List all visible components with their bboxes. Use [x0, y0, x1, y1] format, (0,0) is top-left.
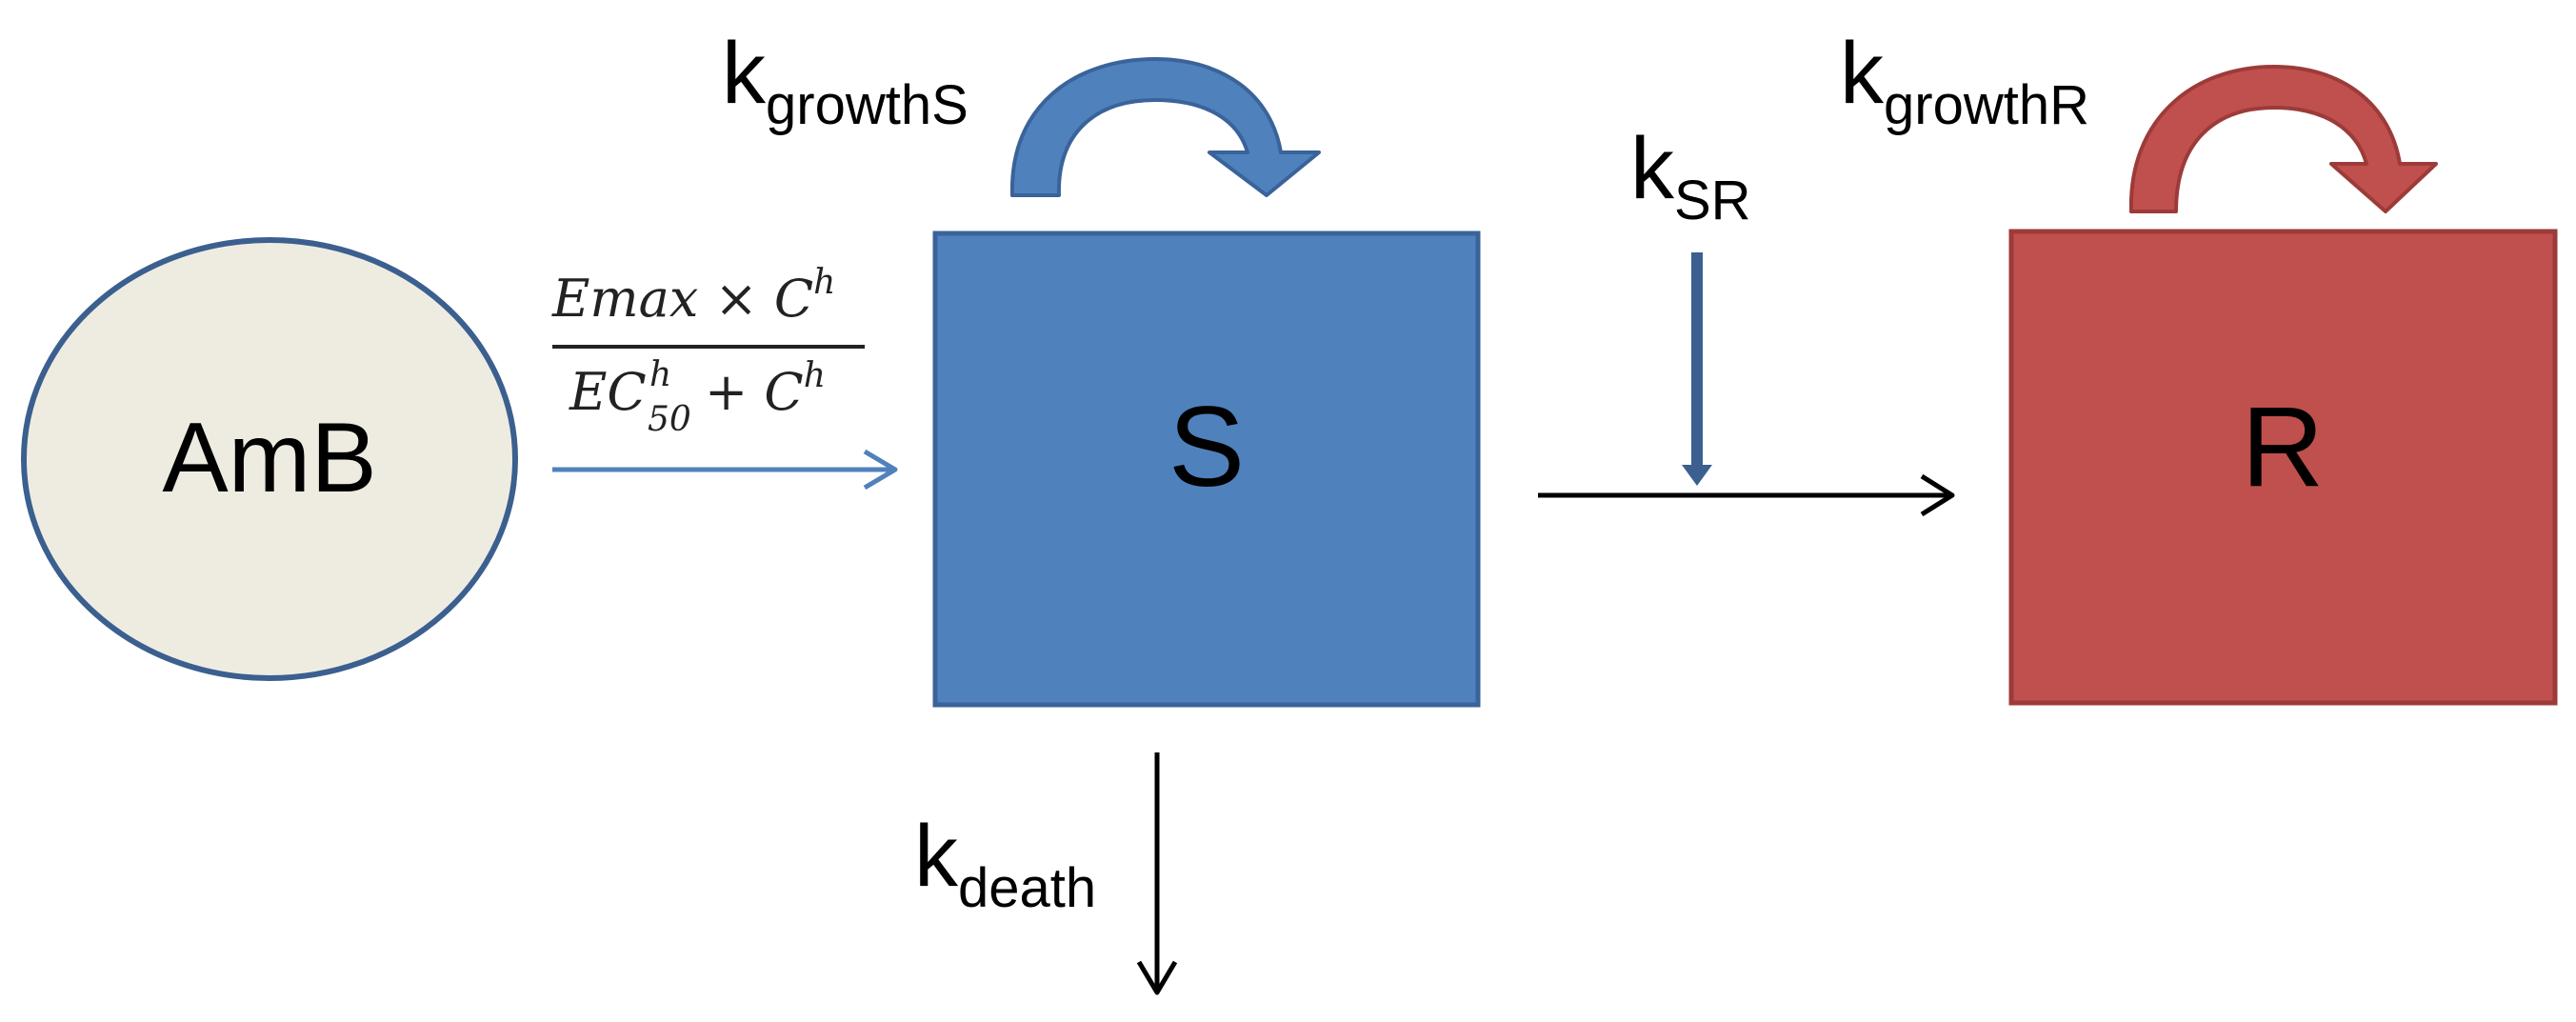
growth-s-arrow: [1009, 57, 1321, 197]
r-label: R: [2242, 383, 2325, 511]
formula-numerator-main: Emax × C: [551, 269, 813, 329]
amb-node: AmB: [21, 237, 518, 681]
amb-ellipse: [21, 237, 518, 681]
rate-growth-r-label: kgrowthR: [1840, 25, 2089, 136]
formula-denominator-sup: h: [649, 355, 671, 394]
formula-numerator-exp: h: [813, 263, 835, 302]
rate-sr-label: kSR: [1630, 120, 1751, 231]
formula-denominator-sub: 50: [648, 400, 691, 439]
transfer-arrow: [1538, 473, 1955, 517]
rate-growth-s-base: k: [722, 25, 767, 122]
rate-growth-s-sub: growthS: [766, 74, 968, 136]
sr-rate-arrow: [1682, 252, 1712, 486]
formula-denominator: EC: [569, 362, 647, 422]
effect-arrow: [552, 449, 898, 491]
sr-rate-head: [1682, 465, 1712, 486]
r-box: [2008, 229, 2558, 706]
rate-death-sub: death: [958, 857, 1096, 919]
rate-death-label: kdeath: [914, 808, 1096, 919]
rate-sr-base: k: [1630, 120, 1675, 217]
amb-label: AmB: [162, 403, 376, 513]
s-label: S: [1168, 383, 1245, 511]
rate-growth-r-sub: growthR: [1884, 74, 2089, 136]
effect-head: [863, 449, 898, 491]
growth-s-arc: [1009, 57, 1321, 197]
transfer-head: [1920, 473, 1955, 517]
rate-death-base: k: [914, 808, 959, 905]
formula-denominator-rest-exp: h: [804, 356, 826, 395]
formula-denominator-rest-main: + C: [705, 362, 804, 422]
s-box: [932, 230, 1481, 708]
formula-denominator-rest: + Ch: [705, 356, 826, 422]
formula-denominator-ec: EC: [569, 362, 647, 422]
rate-growth-s-label: kgrowthS: [722, 25, 968, 136]
sr-rate-shaft: [1691, 252, 1703, 467]
growth-r-arrow: [2128, 65, 2438, 213]
formula-numerator: Emax × Ch: [551, 263, 835, 329]
growth-r-arc: [2128, 65, 2438, 213]
rate-growth-r-base: k: [1840, 25, 1885, 122]
s-node: S: [932, 230, 1481, 708]
rate-sr-sub: SR: [1674, 170, 1751, 231]
emax-formula: Emax × Ch EC h 50 + Ch: [551, 263, 865, 439]
r-node: R: [2008, 229, 2558, 706]
death-head: [1136, 960, 1178, 995]
death-arrow: [1136, 752, 1178, 995]
